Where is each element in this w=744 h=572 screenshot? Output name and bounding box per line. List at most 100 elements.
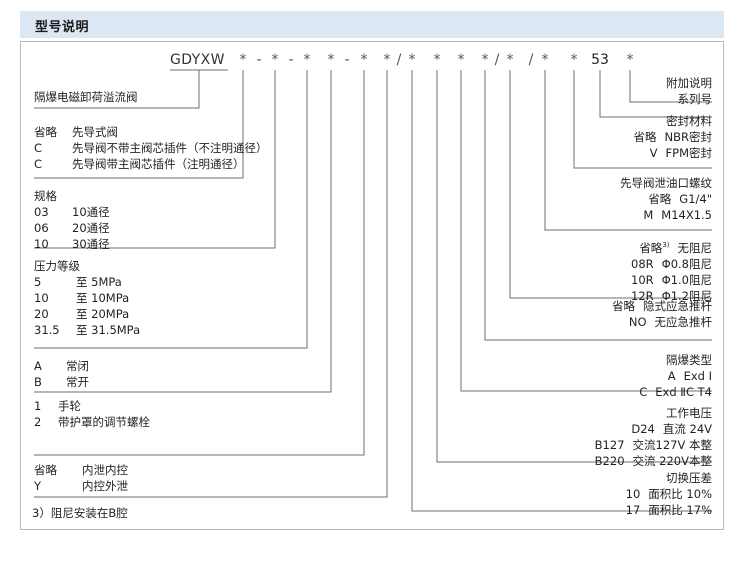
seal-material-heading: 密封材料	[666, 114, 712, 128]
pilot-type-desc: 先导式阀	[72, 125, 118, 139]
code-token-18: *	[570, 52, 578, 68]
code-token-12: *	[457, 52, 465, 68]
code-token-10: *	[408, 52, 416, 68]
drain-control-desc: 内控外泄	[82, 479, 128, 493]
seal-material-desc: NBR密封	[664, 130, 712, 144]
drain-control-code: Y	[34, 479, 42, 493]
label-block-additional-description: 附加说明	[666, 75, 712, 91]
page-title: 型号说明	[35, 20, 90, 35]
code-token-6: -	[344, 52, 350, 68]
valve-name-row: 隔爆电磁卸荷溢流阀	[34, 89, 138, 105]
normal-state-code: A	[34, 359, 42, 373]
code-token-2: *	[271, 52, 279, 68]
adjustment-type-code: 1	[34, 399, 42, 413]
code-token-14: /	[494, 52, 500, 68]
damping-code: 08R	[631, 256, 654, 271]
switching-pressure-difference-desc: 面积比 17%	[648, 503, 712, 517]
label-block-series-number: 系列号	[678, 91, 713, 107]
working-voltage-row: B127 交流127V 本整	[583, 437, 712, 453]
valve-name-code: 隔爆电磁卸荷溢流阀	[34, 90, 138, 104]
pressure-rating-row: 5 至 5MPa	[34, 274, 140, 290]
label-block-normal-state: A 常闭 B 常开	[34, 358, 89, 390]
working-voltage-heading: 工作电压	[666, 406, 712, 420]
additional-description-desc: 附加说明	[666, 76, 712, 90]
header-accent	[20, 11, 25, 38]
code-token-4: *	[303, 52, 311, 68]
drain-control-row: Y 内控外泄	[34, 478, 128, 494]
drain-control-row: 省略内泄内控	[34, 462, 128, 478]
working-voltage-desc: 交流 220V本整	[632, 454, 712, 468]
pressure-rating-code: 5	[34, 275, 42, 289]
damping-row: 08R Φ0.8阻尼	[614, 256, 712, 272]
working-voltage-code: B220	[594, 454, 625, 468]
code-token-16: /	[528, 52, 534, 68]
code-token-20: *	[626, 52, 634, 68]
damping-code: 10R	[631, 272, 654, 287]
model-code-prefix: GDYXW	[170, 52, 225, 68]
emergency-push-rod-code: NO	[628, 315, 647, 329]
explosion-proof-type-desc: Exd ⅡC T4	[655, 385, 712, 399]
damping-desc: 无阻尼	[677, 240, 713, 255]
working-voltage-desc: 交流127V 本整	[632, 438, 712, 452]
pilot-drain-port-thread-code: M	[643, 208, 654, 222]
normal-state-desc: 常开	[66, 375, 89, 389]
damping-code: 省略3)	[639, 240, 670, 255]
damping-desc: Φ0.8阻尼	[661, 256, 712, 271]
pressure-rating-desc: 至 31.5MPa	[76, 323, 141, 337]
damping-desc: Φ1.0阻尼	[661, 272, 712, 287]
pressure-rating-code: 10	[34, 291, 49, 305]
pressure-rating-row: 10 至 10MPa	[34, 290, 140, 306]
emergency-push-rod-row: 省略隐式应急推杆	[595, 298, 712, 314]
working-voltage-code: B127	[594, 438, 625, 452]
drain-control-code: 省略	[34, 463, 57, 477]
pilot-drain-port-thread-code: 省略	[648, 192, 672, 206]
emergency-push-rod-desc: 无应急推杆	[654, 315, 713, 329]
code-token-0: *	[239, 52, 247, 68]
model-code-line: GDYXW *-*-**-**/****/*/**53*	[0, 52, 744, 74]
series-number-desc: 系列号	[677, 92, 713, 106]
normal-state-desc: 常闭	[66, 359, 89, 373]
pressure-rating-desc: 至 5MPa	[76, 275, 122, 289]
label-block-valve-name: 隔爆电磁卸荷溢流阀	[34, 89, 138, 105]
additional-description-row: 附加说明	[666, 75, 712, 91]
size-code: 06	[34, 221, 49, 235]
normal-state-code: B	[34, 375, 42, 389]
code-token-5: *	[327, 52, 335, 68]
pressure-rating-desc: 至 10MPa	[76, 291, 130, 305]
pilot-drain-port-thread-desc: M14X1.5	[661, 208, 712, 222]
size-code: 03	[34, 205, 49, 219]
seal-material-code: V	[649, 146, 658, 160]
switching-pressure-difference-code: 17	[625, 503, 641, 517]
pressure-rating-code: 20	[34, 307, 49, 321]
explosion-proof-type-heading: 隔爆类型	[666, 353, 712, 367]
code-token-8: *	[383, 52, 391, 68]
pilot-drain-port-thread-heading: 先导阀泄油口螺纹	[620, 176, 712, 190]
emergency-push-rod-row: NO 无应急推杆	[595, 314, 712, 330]
section-header-bar: 型号说明	[20, 11, 724, 38]
switching-pressure-difference-desc: 面积比 10%	[648, 487, 712, 501]
emergency-push-rod-code: 省略	[612, 299, 635, 313]
pilot-type-code: 省略	[34, 125, 57, 139]
explosion-proof-type-code: A	[667, 369, 676, 383]
adjustment-type-desc: 手轮	[58, 399, 81, 413]
